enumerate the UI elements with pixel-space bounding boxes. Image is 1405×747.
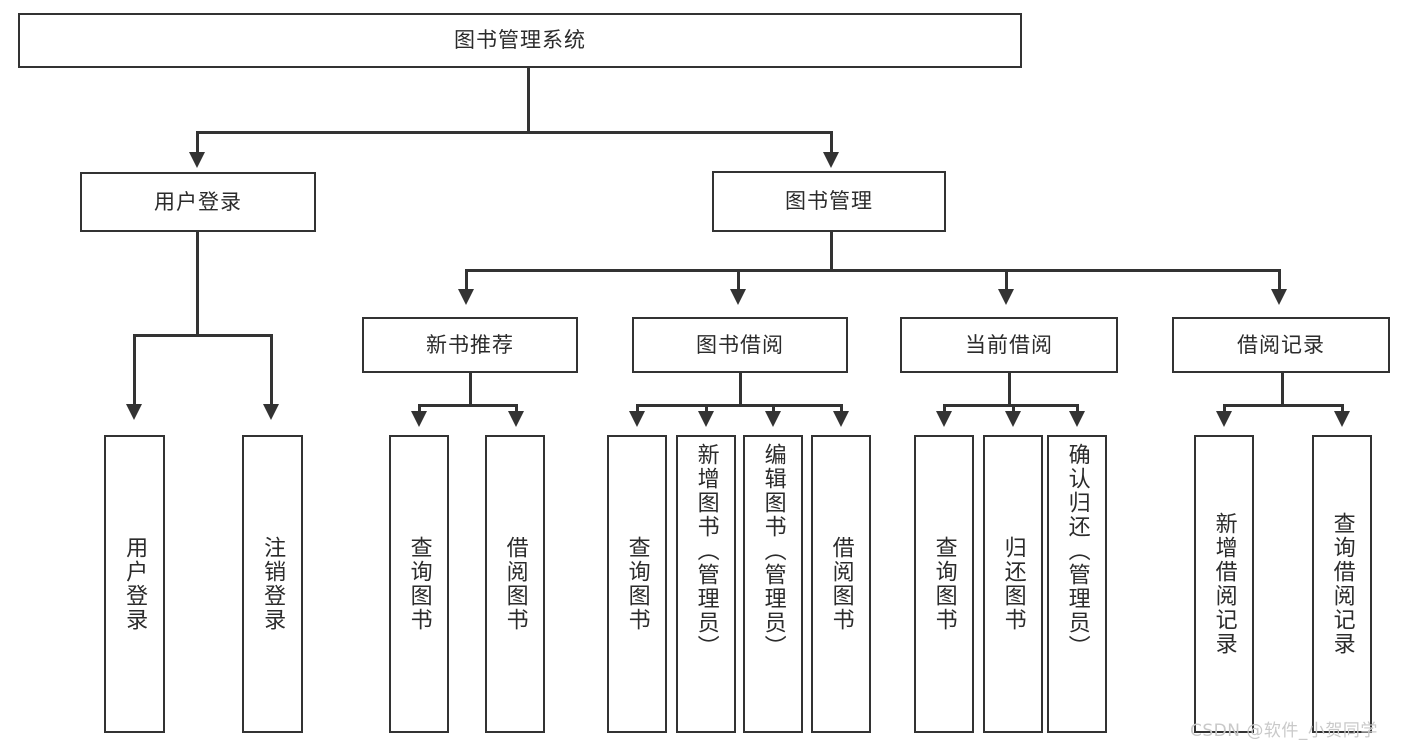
connector-current-borrow-stem xyxy=(1008,373,1011,406)
leaf-book-borrow-query-book[interactable]: 查询图书 xyxy=(607,435,667,733)
arrowhead-book-manage-child-2 xyxy=(730,289,746,305)
connector-current-borrow-drop-3 xyxy=(1076,404,1079,414)
node-label: 新书推荐 xyxy=(426,332,514,357)
node-user-login[interactable]: 用户登录 xyxy=(80,172,316,232)
leaf-label: 查询图书 xyxy=(624,536,650,632)
connector-book-manage-drop-2 xyxy=(737,269,740,291)
connector-current-borrow-drop-2 xyxy=(1012,404,1015,414)
arrowhead-root-to-user-login xyxy=(189,152,205,168)
leaf-current-borrow-query-book[interactable]: 查询图书 xyxy=(914,435,974,733)
leaf-label: 确认归还（管理员） xyxy=(1064,443,1090,659)
arrowhead-new-book-leaf-2 xyxy=(508,411,524,427)
leaf-label: 查询图书 xyxy=(406,536,432,632)
connector-root-to-book-manage xyxy=(830,131,833,156)
leaf-user-login-logout[interactable]: 注销登录 xyxy=(242,435,303,733)
leaf-borrow-record-add-record[interactable]: 新增借阅记录 xyxy=(1194,435,1254,733)
leaf-current-borrow-confirm-return-admin[interactable]: 确认归还（管理员） xyxy=(1047,435,1107,733)
connector-root-to-user-login xyxy=(196,131,199,156)
arrowhead-root-to-book-manage xyxy=(823,152,839,168)
connector-current-borrow-drop-1 xyxy=(943,404,946,414)
connector-book-borrow-drop-1 xyxy=(636,404,639,414)
leaf-book-borrow-add-book-admin[interactable]: 新增图书（管理员） xyxy=(676,435,736,733)
node-label: 借阅记录 xyxy=(1237,332,1325,357)
connector-user-login-drop-2 xyxy=(270,334,273,407)
leaf-label: 用户登录 xyxy=(122,536,148,632)
arrowhead-borrow-record-leaf-2 xyxy=(1334,411,1350,427)
arrowhead-book-manage-child-1 xyxy=(458,289,474,305)
leaf-label: 借阅图书 xyxy=(502,536,528,632)
arrowhead-book-manage-child-3 xyxy=(998,289,1014,305)
connector-new-book-drop-2 xyxy=(515,404,518,414)
connector-new-book-bus xyxy=(418,404,518,407)
arrowhead-book-manage-child-4 xyxy=(1271,289,1287,305)
leaf-book-borrow-edit-book-admin[interactable]: 编辑图书（管理员） xyxy=(743,435,803,733)
arrowhead-user-login-leaf-1 xyxy=(126,404,142,420)
connector-book-borrow-drop-2 xyxy=(705,404,708,414)
connector-book-borrow-drop-4 xyxy=(840,404,843,414)
connector-root-stem xyxy=(527,68,530,133)
connector-book-borrow-bus xyxy=(636,404,842,407)
node-label: 当前借阅 xyxy=(965,332,1053,357)
connector-book-borrow-stem xyxy=(739,373,742,406)
leaf-label: 查询借阅记录 xyxy=(1329,512,1355,656)
leaf-new-book-query-book[interactable]: 查询图书 xyxy=(389,435,449,733)
arrowhead-current-borrow-leaf-1 xyxy=(936,411,952,427)
node-root-system[interactable]: 图书管理系统 xyxy=(18,13,1022,68)
connector-user-login-stem xyxy=(196,232,199,336)
node-label: 图书管理 xyxy=(785,189,873,214)
connector-current-borrow-bus xyxy=(943,404,1078,407)
node-borrow-record[interactable]: 借阅记录 xyxy=(1172,317,1390,373)
connector-new-book-stem xyxy=(469,373,472,406)
arrowhead-book-borrow-leaf-1 xyxy=(629,411,645,427)
watermark-text: CSDN @软件_小贺同学 xyxy=(1190,721,1378,741)
node-label: 用户登录 xyxy=(154,189,242,214)
leaf-borrow-record-query-record[interactable]: 查询借阅记录 xyxy=(1312,435,1372,733)
arrowhead-book-borrow-leaf-2 xyxy=(698,411,714,427)
node-new-book-recommend[interactable]: 新书推荐 xyxy=(362,317,578,373)
node-current-borrow[interactable]: 当前借阅 xyxy=(900,317,1118,373)
node-book-borrow[interactable]: 图书借阅 xyxy=(632,317,848,373)
leaf-label: 查询图书 xyxy=(931,536,957,632)
connector-book-borrow-drop-3 xyxy=(772,404,775,414)
node-book-management[interactable]: 图书管理 xyxy=(712,171,946,232)
connector-book-manage-bus xyxy=(465,269,1281,272)
leaf-current-borrow-return-book[interactable]: 归还图书 xyxy=(983,435,1043,733)
connector-user-login-drop-1 xyxy=(133,334,136,407)
leaf-label: 注销登录 xyxy=(260,536,286,632)
leaf-label: 归还图书 xyxy=(1000,536,1026,632)
arrowhead-new-book-leaf-1 xyxy=(411,411,427,427)
connector-root-bus xyxy=(196,131,833,134)
connector-borrow-record-drop-1 xyxy=(1223,404,1226,414)
arrowhead-current-borrow-leaf-3 xyxy=(1069,411,1085,427)
leaf-label: 借阅图书 xyxy=(828,536,854,632)
connector-borrow-record-bus xyxy=(1223,404,1344,407)
connector-borrow-record-drop-2 xyxy=(1341,404,1344,414)
connector-book-manage-stem xyxy=(830,232,833,272)
leaf-label: 新增图书（管理员） xyxy=(693,443,719,659)
leaf-label: 新增借阅记录 xyxy=(1211,512,1237,656)
connector-new-book-drop-1 xyxy=(418,404,421,414)
connector-book-manage-drop-3 xyxy=(1005,269,1008,291)
connector-user-login-bus xyxy=(133,334,272,337)
arrowhead-book-borrow-leaf-4 xyxy=(833,411,849,427)
leaf-label: 编辑图书（管理员） xyxy=(760,443,786,659)
connector-book-manage-drop-1 xyxy=(465,269,468,291)
leaf-book-borrow-borrow-book[interactable]: 借阅图书 xyxy=(811,435,871,733)
connector-book-manage-drop-4 xyxy=(1278,269,1281,291)
leaf-new-book-borrow-book[interactable]: 借阅图书 xyxy=(485,435,545,733)
connector-borrow-record-stem xyxy=(1281,373,1284,406)
arrowhead-current-borrow-leaf-2 xyxy=(1005,411,1021,427)
leaf-user-login-login[interactable]: 用户登录 xyxy=(104,435,165,733)
arrowhead-user-login-leaf-2 xyxy=(263,404,279,420)
arrowhead-book-borrow-leaf-3 xyxy=(765,411,781,427)
arrowhead-borrow-record-leaf-1 xyxy=(1216,411,1232,427)
node-label: 图书管理系统 xyxy=(454,28,586,53)
node-label: 图书借阅 xyxy=(696,332,784,357)
